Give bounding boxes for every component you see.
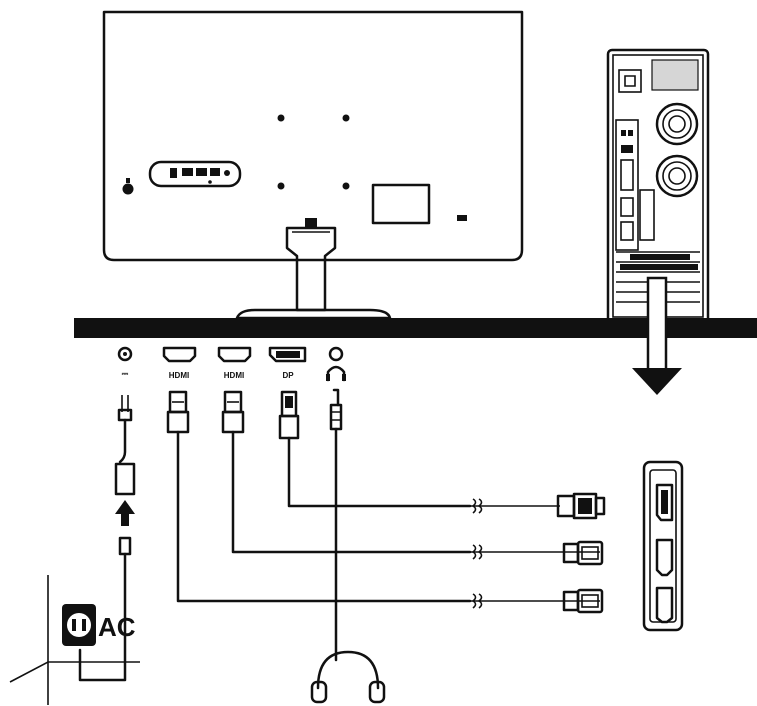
monitor-port-panel <box>148 160 242 188</box>
headphone-icon <box>326 365 346 382</box>
hdmi-cable-2 <box>221 390 600 560</box>
audio-out-port <box>326 346 346 382</box>
hdmi-1-label: HDMI <box>169 371 189 380</box>
arrow-up-icon <box>115 500 135 526</box>
dc-symbol-label: ⎓ <box>122 369 129 378</box>
vesa-hole <box>277 114 285 122</box>
headphone-icon <box>310 650 386 704</box>
label-plate <box>371 183 431 225</box>
power-button-icon <box>122 183 134 195</box>
monitor-ports-row: ⎓ HDMI HDMI DP <box>117 346 346 382</box>
vesa-hole <box>342 182 350 190</box>
hdmi-2-label: HDMI <box>224 371 244 380</box>
power-cable <box>78 395 136 682</box>
vesa-hole <box>277 182 285 190</box>
dp-label: DP <box>282 371 294 380</box>
power-supply-socket <box>618 69 642 93</box>
pc-dp-port <box>655 483 674 522</box>
hdmi-port-1: HDMI <box>162 346 197 380</box>
displayport-cable <box>278 390 560 514</box>
pc-hdmi-port <box>655 586 674 624</box>
wall-outlet: AC <box>9 575 140 705</box>
pc-hdmi-plug-2 <box>562 540 604 566</box>
fan-icon <box>655 102 699 146</box>
dc-power-port: ⎓ <box>117 346 133 378</box>
hdmi-port-2: HDMI <box>217 346 252 380</box>
monitor-rear <box>102 10 524 320</box>
desk-surface <box>74 318 757 338</box>
pc-tower <box>606 48 710 324</box>
ac-label: AC <box>98 612 136 642</box>
vesa-hole <box>342 114 350 122</box>
pc-hdmi-port <box>655 538 674 577</box>
displayport-port: DP <box>268 346 307 380</box>
power-outlet-icon <box>62 604 96 646</box>
arrow-down-icon <box>632 276 682 395</box>
lock-slot-icon <box>457 215 467 221</box>
pc-hdmi-plug-1 <box>562 588 604 614</box>
audio-cable <box>329 388 343 662</box>
pc-dp-plug <box>556 492 606 520</box>
fan-icon <box>655 154 699 198</box>
graphics-card-panel <box>642 460 684 632</box>
